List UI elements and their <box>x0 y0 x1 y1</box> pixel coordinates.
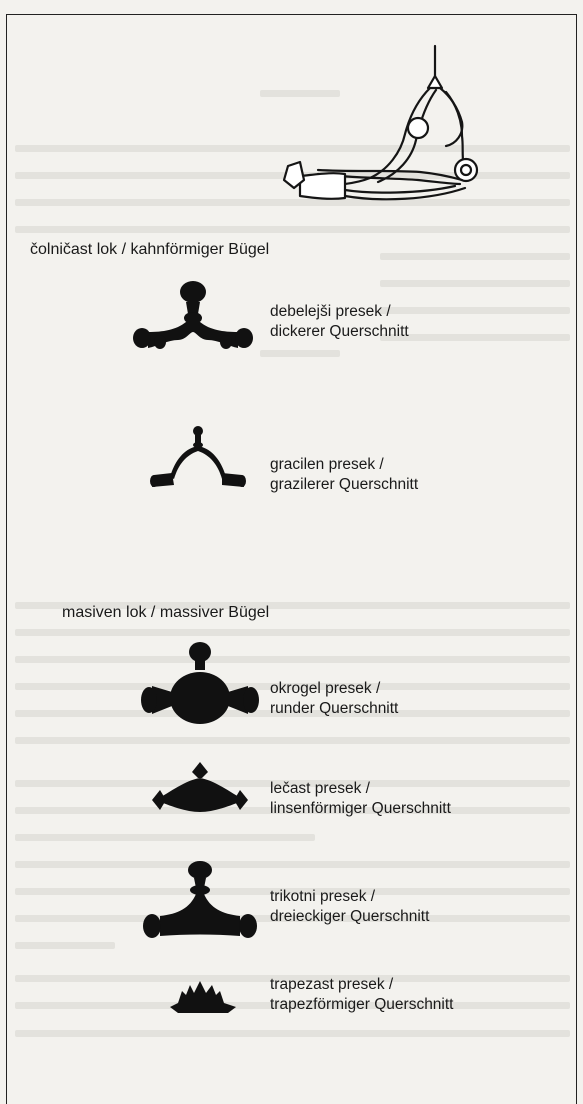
variant-label-gracile: gracilen presek / grazilerer Querschnitt <box>270 456 419 493</box>
figure-frame <box>6 14 577 1104</box>
section-thick-icon <box>133 281 253 349</box>
section-gracile-icon <box>150 426 246 487</box>
group-heading-massive-bow: masiven lok / massiver Bügel <box>62 604 270 621</box>
variant-label-round: okrogel presek / runder Querschnitt <box>270 680 399 717</box>
variant-label-thick: debelejši presek / dickerer Querschnitt <box>270 303 409 340</box>
fibula-drawing <box>282 44 479 201</box>
section-trapezoidal-icon <box>170 981 236 1013</box>
variant-label-triangular: trikotni presek / dreieckiger Querschnit… <box>270 888 430 925</box>
section-triangular-icon <box>143 861 257 938</box>
section-round-icon <box>141 642 259 724</box>
section-lenticular-icon <box>152 762 248 812</box>
group-heading-boat-bow: čolničast lok / kahnförmiger Bügel <box>30 241 270 258</box>
variant-label-trapezoidal: trapezast presek / trapezförmiger Quersc… <box>270 976 454 1013</box>
variant-label-lenticular: lečast presek / linsenförmiger Querschni… <box>270 780 451 817</box>
